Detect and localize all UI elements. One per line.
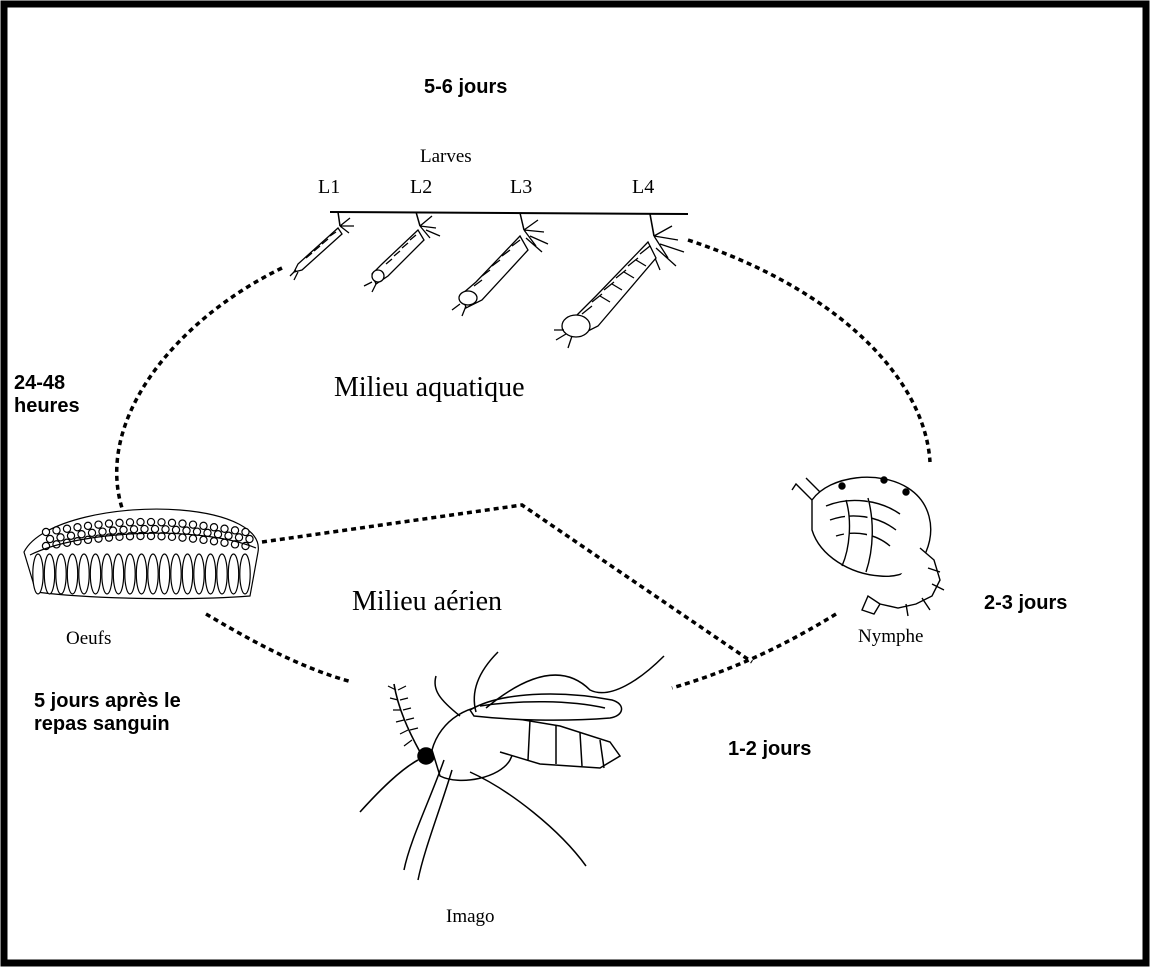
egg-top (109, 527, 116, 534)
egg-top (57, 534, 64, 541)
egg-top (99, 528, 106, 535)
egg-top (231, 527, 238, 534)
egg-cell (217, 554, 227, 594)
egg-cell (102, 554, 112, 594)
pupa-drawing (792, 477, 944, 616)
adult-mosquito-drawing (360, 652, 664, 880)
egg-top (130, 526, 137, 533)
egg-top (214, 531, 221, 538)
larva-l2-drawing (364, 212, 440, 292)
egg-top (78, 531, 85, 538)
egg-top (84, 522, 91, 529)
egg-cell (148, 554, 158, 594)
egg-top (168, 519, 175, 526)
egg-top (53, 527, 60, 534)
larva-stage-l3-label: L3 (510, 176, 532, 199)
egg-top (46, 535, 53, 542)
arrow-adult-to-eggs (206, 614, 352, 682)
larva-stage-l4-label: L4 (632, 176, 654, 199)
egg-top (183, 527, 190, 534)
egg-top (158, 519, 165, 526)
egg-top (210, 524, 217, 531)
egg-top (141, 525, 148, 532)
egg-top (95, 521, 102, 528)
egg-top (105, 520, 112, 527)
egg-top (172, 526, 179, 533)
pupa-duration: 2-3 jours (984, 592, 1067, 615)
arrow-pupa-to-adult (672, 614, 836, 688)
egg-top (137, 518, 144, 525)
egg-cell (194, 554, 204, 594)
eggs-label: Oeufs (66, 628, 111, 650)
larval-stage-duration: 5-6 jours (424, 76, 507, 99)
egg-top (193, 528, 200, 535)
egg-top (84, 536, 91, 543)
egg-cell (90, 554, 100, 594)
egg-cell (240, 554, 250, 594)
larvae-title: Larves (420, 146, 472, 168)
larva-stage-l2-label: L2 (410, 176, 432, 199)
aerial-boundary-line (262, 505, 752, 662)
egg-top (189, 521, 196, 528)
egg-top (42, 528, 49, 535)
egg-cell (79, 554, 89, 594)
egg-top (200, 522, 207, 529)
egg-top (179, 520, 186, 527)
egg-top (116, 519, 123, 526)
aerial-environment-label: Milieu aérien (352, 586, 502, 618)
egg-cell (125, 554, 135, 594)
arrow-larvae-to-pupa (688, 240, 930, 462)
egg-cell (228, 554, 238, 594)
larva-l4-drawing (554, 214, 684, 348)
egg-cell (205, 554, 215, 594)
egg-top (147, 518, 154, 525)
egg-cell (44, 554, 54, 594)
pupa-label: Nymphe (858, 626, 923, 648)
egg-top (210, 538, 217, 545)
egg-top (225, 532, 232, 539)
larva-stage-l1-label: L1 (318, 176, 340, 199)
frame-border (4, 4, 1146, 963)
egg-cell (159, 554, 169, 594)
egg-cell (33, 554, 43, 594)
egg-cell (113, 554, 123, 594)
egg-top (151, 525, 158, 532)
egg-top (221, 539, 228, 546)
egg-top (200, 536, 207, 543)
egg-cell (56, 554, 66, 594)
egg-top (189, 535, 196, 542)
egg-cell (136, 554, 146, 594)
water-surface-line (330, 212, 688, 214)
egg-top (120, 526, 127, 533)
egg-raft-drawing (24, 509, 258, 599)
larva-l3-drawing (452, 213, 548, 316)
egg-top (246, 535, 253, 542)
adult-emergence-duration: 1-2 jours (728, 738, 811, 761)
egg-top (88, 529, 95, 536)
egg-top (67, 532, 74, 539)
arrow-eggs-to-larvae (117, 268, 282, 508)
egg-cell (171, 554, 181, 594)
oviposition-duration: 5 jours après le repas sanguin (34, 690, 181, 736)
egg-top (242, 528, 249, 535)
egg-cell (182, 554, 192, 594)
egg-hatch-duration: 24-48 heures (14, 372, 80, 418)
adult-label: Imago (446, 906, 495, 928)
larva-l1-drawing (290, 212, 354, 280)
egg-top (221, 525, 228, 532)
aquatic-environment-label: Milieu aquatique (334, 372, 525, 404)
egg-cell (67, 554, 77, 594)
egg-top (162, 526, 169, 533)
egg-top (63, 525, 70, 532)
egg-top (74, 524, 81, 531)
egg-top (168, 533, 175, 540)
egg-top (179, 534, 186, 541)
egg-top (235, 534, 242, 541)
egg-top (126, 519, 133, 526)
